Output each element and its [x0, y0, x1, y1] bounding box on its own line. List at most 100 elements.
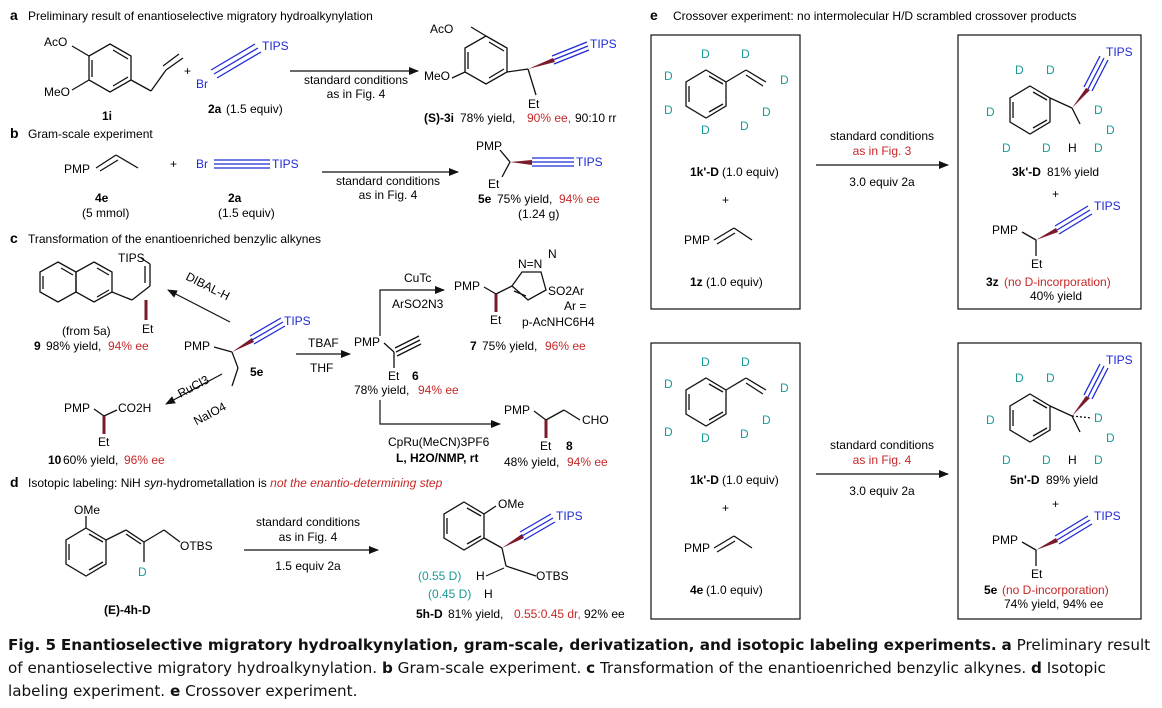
et-label: Et: [98, 435, 110, 449]
et-label: Et: [540, 439, 552, 453]
compound-label: 1z: [690, 275, 703, 289]
h-label: H: [1068, 141, 1077, 155]
h-label: H: [476, 569, 485, 583]
triazole-n: N: [548, 247, 557, 261]
ar-definition: p-AcNHC6H4: [522, 315, 595, 329]
compound-6: [383, 335, 422, 368]
reaction-scheme: a Preliminary result of enantioselective…: [10, 7, 1142, 621]
deuterium-labels: D D D D D D D D: [664, 355, 789, 445]
panel-letter: c: [10, 230, 18, 246]
svg-text:D: D: [1094, 411, 1103, 425]
compound-label: 2a: [228, 191, 242, 205]
wedge-bond: [510, 160, 532, 165]
svg-text:D: D: [701, 355, 710, 369]
reaction-arrow: [167, 289, 231, 323]
equiv-label: (1.5 equiv): [218, 206, 275, 220]
conditions-line: standard conditions: [336, 174, 440, 188]
compound-label: 3k'-D: [1012, 165, 1041, 179]
svg-text:D: D: [1046, 63, 1055, 77]
alkyne-bond: [1054, 205, 1093, 235]
panel-e: e Crossover experiment: no intermolecula…: [650, 7, 1142, 620]
conditions-line: as in Fig. 4: [853, 453, 912, 467]
alkyne-bond: [249, 317, 286, 345]
et-label: Et: [1031, 257, 1043, 271]
panel-title: Isotopic labeling: NiH syn-hydrometallat…: [28, 476, 443, 490]
br-label: Br: [196, 77, 208, 91]
caption-title: Enantioselective migratory hydroalkynyla…: [60, 636, 997, 654]
reagent-label: RuCl3: [175, 372, 211, 400]
yield-text: 81% yield,: [448, 607, 503, 621]
reagent-label: L, H2O/NMP, rt: [396, 451, 478, 465]
equiv-label: (1.0 equiv): [706, 583, 763, 597]
equiv-label: (1.0 equiv): [722, 473, 779, 487]
alkyne-bond: [532, 157, 574, 167]
amount-label: (5 mmol): [82, 206, 129, 220]
ee-text: 96% ee: [545, 339, 586, 353]
compound-label: 5e: [478, 192, 492, 206]
conditions-line: 1.5 equiv 2a: [275, 559, 341, 573]
alkyne-bond: [1054, 515, 1093, 545]
cho-label: CHO: [582, 413, 609, 427]
ee-text: 90% ee,: [527, 111, 571, 125]
pmp-label: PMP: [992, 223, 1018, 237]
svg-text:D: D: [1094, 141, 1103, 155]
yield-text: 98% yield,: [46, 339, 101, 353]
compound-3z: [1021, 231, 1037, 256]
svg-text:D: D: [1002, 141, 1011, 155]
svg-text:D: D: [741, 355, 750, 369]
panel-title: Preliminary result of enantioselective m…: [28, 9, 373, 23]
reagent-label: DIBAL-H: [184, 269, 233, 303]
otbs-label: OTBS: [180, 539, 213, 553]
ee-text: 96% ee: [124, 453, 165, 467]
reagent-label: CuTc: [404, 271, 431, 285]
mass-text: (1.24 g): [518, 207, 559, 221]
pmp-label: PMP: [184, 339, 210, 353]
yield-text: 89% yield: [1046, 473, 1098, 487]
ee-text: 94% ee: [418, 383, 459, 397]
svg-text:D: D: [762, 105, 771, 119]
panel-title: Transformation of the enantioenriched be…: [28, 232, 321, 246]
panel-a: a Preliminary result of enantioselective…: [10, 7, 617, 125]
compound-label: 4e: [690, 583, 704, 597]
acid-label: CO2H: [118, 401, 151, 415]
pmp-label: PMP: [684, 233, 710, 247]
svg-text:D: D: [1046, 371, 1055, 385]
triazole-label: N=N: [518, 257, 542, 271]
figure-caption: Fig. 5 Enantioselective migratory hydroa…: [8, 634, 1158, 703]
compound-label: 1i: [102, 109, 112, 123]
tips-label: TIPS: [556, 509, 583, 523]
svg-text:D: D: [1094, 103, 1103, 117]
svg-text:D: D: [1106, 431, 1115, 445]
panel-letter: b: [10, 125, 19, 141]
so2ar-label: SO2Ar: [548, 284, 584, 298]
conditions-line: standard conditions: [830, 129, 934, 143]
compound-label: 1k'-D: [690, 473, 719, 487]
svg-text:D: D: [762, 413, 771, 427]
pmp-label: PMP: [684, 541, 710, 555]
compound-label: 7: [470, 339, 477, 353]
plus-sign: +: [1052, 497, 1059, 511]
compound-label: 5e: [984, 583, 998, 597]
svg-text:D: D: [1094, 453, 1103, 467]
svg-text:D: D: [664, 377, 673, 391]
caption-text: Gram-scale experiment.: [397, 659, 582, 677]
et-label: Et: [388, 369, 400, 383]
compound-10: [93, 408, 118, 417]
pmp-label: PMP: [64, 401, 90, 415]
conditions-line: 3.0 equiv 2a: [849, 484, 915, 498]
yield-text: 81% yield: [1047, 165, 1099, 179]
conditions-line: as in Fig. 4: [279, 530, 338, 544]
compound-label: 5n'-D: [1010, 473, 1040, 487]
alkyne-bond: [1083, 363, 1109, 400]
yield-text: 74% yield, 94% ee: [1004, 597, 1104, 611]
reactant-box-bottom: [650, 342, 801, 620]
panel-d: d Isotopic labeling: NiH syn-hydrometall…: [10, 474, 625, 621]
pmp-label: PMP: [354, 335, 380, 349]
conditions-line: as in Fig. 4: [359, 188, 418, 202]
product-box-bottom: [957, 342, 1142, 620]
deuterium-ratio: (0.55 D): [418, 569, 461, 583]
plus-sign: +: [722, 193, 729, 207]
plus-sign: +: [170, 157, 177, 171]
caption-letter: c: [586, 659, 596, 677]
wedge-bond: [232, 338, 254, 352]
